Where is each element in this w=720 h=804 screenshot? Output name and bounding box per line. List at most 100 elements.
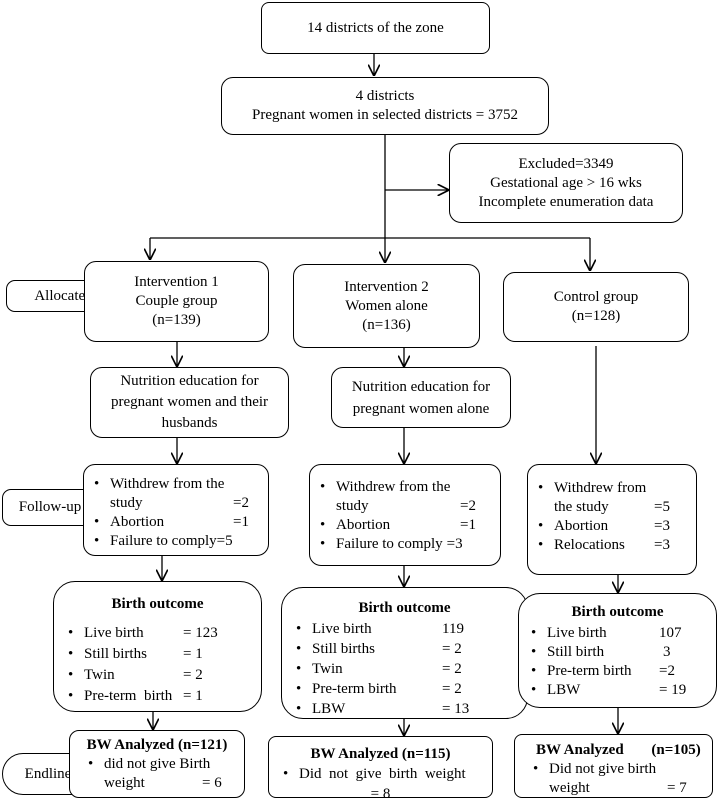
item-label: Failure to comply — [336, 536, 443, 552]
excluded-line1: Excluded=3349 — [518, 155, 614, 172]
group3-bw-box: BW Analyzed (n=105) Did not give birth w… — [514, 734, 713, 798]
item-value: =3 — [654, 518, 670, 534]
group1-bw-title: BW Analyzed (n=121) — [86, 737, 228, 753]
group2-bw-line2: = 8 — [269, 784, 492, 797]
item-value: 3 — [663, 644, 671, 660]
group3-n: (n=128) — [571, 308, 621, 324]
item-value: = 123 — [183, 625, 218, 641]
list-item: Still births= 2 — [286, 639, 527, 659]
list-item: Relocations=3 — [528, 536, 696, 555]
item-value: = 2 — [183, 667, 203, 683]
item-value: =2 — [233, 495, 249, 511]
item-value: =3 — [446, 536, 463, 552]
item-value: =3 — [654, 537, 670, 553]
group1-followup-list: Withdrew from the study=2 Abortion =1 Fai… — [84, 475, 268, 551]
group2-n: (n=136) — [362, 316, 411, 333]
group1-education-box: Nutrition education for pregnant women a… — [90, 367, 289, 438]
group1-bw-box: BW Analyzed (n=121) did not give Birth w… — [69, 730, 245, 798]
item-value: = 1 — [183, 688, 203, 704]
group3-followup-box: Withdrew from the study =5 Abortion =3 Rel… — [527, 464, 697, 575]
item-label: Abortion — [336, 517, 391, 533]
allocated-text: Allocated — [34, 287, 93, 304]
list-item: study =2 — [310, 497, 500, 516]
group2-edu-line2: pregnant women alone — [352, 400, 490, 417]
item-label: Abortion — [554, 518, 609, 534]
group1-edu-line2: pregnant women and their — [110, 394, 269, 410]
bw-title-text: BW Analyzed — [536, 742, 624, 758]
endline-text: Endline — [24, 765, 72, 782]
group1-followup-box: Withdrew from the study=2 Abortion =1 Fai… — [83, 464, 269, 556]
group3-outcome-list: Live birth 107 Still birth 3 Pre-term birt… — [519, 624, 716, 700]
item-value: = 2 — [442, 681, 462, 697]
item-label: Did not give birth weight — [299, 766, 466, 782]
bw-title-n: (n=105) — [651, 742, 701, 758]
list-item: did not give Birth — [78, 755, 244, 774]
group1-edu-line3: husbands — [161, 415, 218, 431]
item-value: =1 — [233, 514, 249, 530]
item-label: weight — [549, 780, 590, 796]
group2-outcome-title: Birth outcome — [358, 600, 451, 616]
item-label: Live birth — [312, 621, 372, 637]
item-label: Pre-term birth — [547, 663, 632, 679]
item-label: Abortion — [110, 514, 165, 530]
item-label: the study — [554, 499, 609, 515]
list-item: Withdrew from the — [84, 475, 268, 494]
selected-districts-box: 4 districts Pregnant women in selected d… — [221, 77, 549, 135]
group2-followup-list: Withdrew from the study=2 Abortion=1 Fai… — [310, 478, 500, 554]
list-item: Abortion =1 — [84, 513, 268, 532]
item-value: =5 — [216, 533, 233, 549]
group1-bw-list: did not give Birth — [70, 755, 244, 774]
item-label: Still births — [312, 641, 375, 657]
item-value: = 19 — [659, 682, 687, 698]
list-item: Pre-term birth= 1 — [58, 686, 261, 707]
group2-bw-title: BW Analyzed (n=115) — [310, 746, 451, 762]
list-item: Failure to comply=5 — [84, 532, 268, 551]
excluded-box: Excluded=3349 Gestational age > 16 wks I… — [449, 143, 683, 223]
item-label: Pre-term birth — [312, 681, 397, 697]
list-item: Live birth = 123 — [58, 623, 261, 644]
item-label: Twin — [312, 661, 343, 677]
group1-desc: Couple group — [135, 293, 218, 309]
list-item: Did not give birth — [523, 760, 712, 779]
item-value: =2 — [460, 498, 476, 514]
item-label: Withdrew from — [554, 480, 647, 496]
group3-header-box: Control group (n=128) — [503, 272, 689, 342]
list-item: Did not give birth weight — [273, 764, 492, 784]
item-value: =5 — [654, 499, 670, 515]
item-value: = 2 — [442, 661, 462, 677]
group3-bw-line2: weight = 7 — [515, 779, 712, 797]
group2-followup-box: Withdrew from the study=2 Abortion=1 Fai… — [309, 464, 501, 566]
group2-education-box: Nutrition education for pregnant women a… — [331, 367, 511, 428]
list-item: study=2 — [84, 494, 268, 513]
item-label: Withdrew from the — [110, 476, 225, 492]
group1-outcome-box: Birth outcome Live birth= 123 Still birt… — [53, 581, 262, 712]
followup-text: Follow-up — [18, 499, 82, 515]
excluded-line2: Gestational age > 16 wks — [490, 174, 642, 191]
item-label: Still births — [84, 646, 147, 662]
group2-header-box: Intervention 2 Women alone (n=136) — [293, 264, 480, 348]
group1-name: Intervention 1 — [134, 274, 219, 290]
item-label: Live birth — [547, 625, 607, 641]
item-label: study — [336, 498, 369, 514]
list-item: Still births = 1 — [58, 644, 261, 665]
item-value: =1 — [460, 517, 476, 533]
item-label: Still birth — [547, 644, 605, 660]
item-value: = 1 — [183, 646, 203, 662]
item-label: Failure to comply — [110, 533, 217, 549]
item-value: 107 — [659, 625, 682, 641]
list-item: Twin = 2 — [286, 659, 527, 679]
group1-n: (n=139) — [152, 312, 201, 328]
list-item: Still birth 3 — [521, 643, 716, 662]
group1-bw-line2: weight = 6 — [70, 774, 244, 793]
list-item: the study =5 — [528, 498, 696, 517]
excluded-line3: Incomplete enumeration data — [478, 193, 654, 210]
followup-label: Follow-up — [2, 489, 98, 526]
item-label: Twin — [84, 667, 115, 683]
districts-text: 14 districts of the zone — [307, 19, 444, 36]
group2-bw-box: BW Analyzed (n=115) Did not give birth w… — [268, 736, 493, 798]
item-label: Live birth — [84, 625, 144, 641]
